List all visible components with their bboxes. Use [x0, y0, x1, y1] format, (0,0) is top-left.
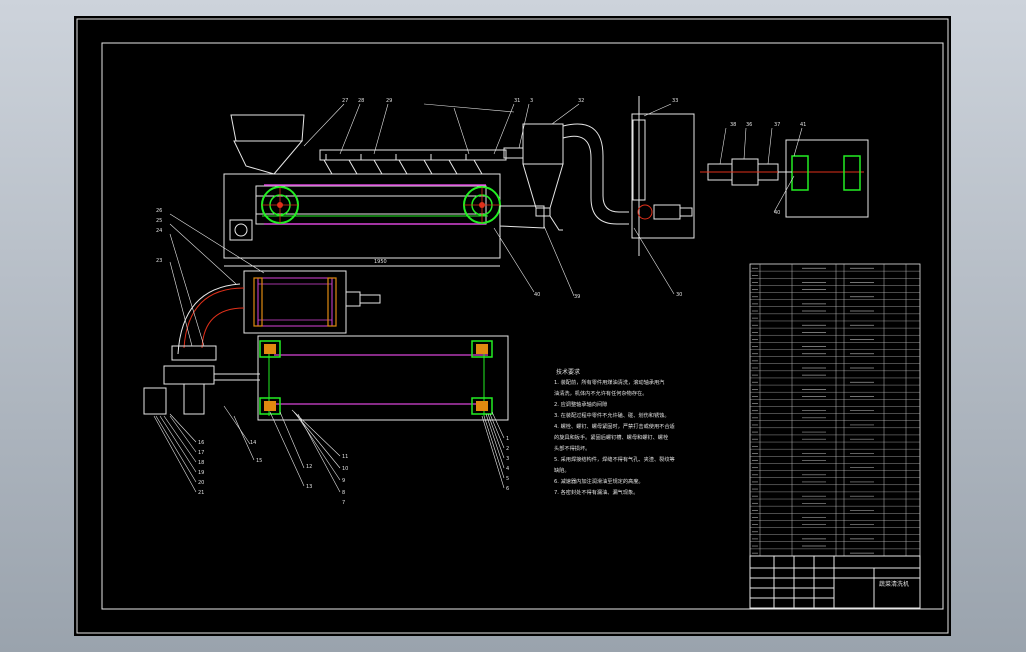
balloon-label: 13	[306, 484, 312, 490]
balloon-label: 16	[198, 440, 204, 446]
balloon-label: 4	[506, 466, 509, 472]
balloon-label: 26	[156, 208, 162, 214]
balloon-label: 40	[774, 210, 780, 216]
balloons-left: 2625242316171819202114151312111098712345…	[156, 208, 509, 506]
tech-note-line: 2. 应调整轴承轴向间隙	[554, 400, 607, 408]
cyclone-separator	[503, 123, 629, 231]
balloon-label: 12	[306, 464, 312, 470]
balloon-label: 9	[342, 478, 345, 484]
svg-text:1950: 1950	[374, 259, 387, 265]
tech-notes-lines: 1. 装配前，所有零件用煤油清洗，滚动轴承用汽油清洗，机体内不允许有任何杂物存在…	[554, 378, 675, 496]
balloon-label: 37	[774, 122, 780, 128]
balloon-label: 28	[358, 98, 364, 104]
balloon-label: 21	[198, 490, 204, 496]
tech-note-line: 6. 减速器内加注润滑油至规定的高度。	[554, 477, 644, 485]
balloon-label: 27	[342, 98, 348, 104]
blower-tower	[631, 96, 695, 256]
leader-lines	[153, 103, 803, 493]
washer-side-view: 1950	[223, 114, 545, 267]
tech-note-line: 缺陷。	[554, 466, 570, 474]
tech-notes-title: 技术要求	[556, 368, 580, 376]
cad-drawing: 1950	[76, 18, 949, 634]
tech-note-line: 4. 螺栓、螺钉、螺母紧固时，严禁打击或使用不合适	[554, 422, 675, 430]
balloon-label: 36	[746, 122, 752, 128]
drawing-title: 蔬菜清洗机	[879, 580, 909, 588]
balloon-label: 23	[156, 258, 162, 264]
balloon-label: 24	[156, 228, 162, 234]
balloons-top: 27 28 29 31 3 32 33 38 36 37 41 40 40 39 30	[342, 98, 806, 300]
tech-note-line: 的旋具和扳手。紧固后螺钉槽、螺母和螺钉、螺栓	[554, 433, 669, 441]
balloon-label: 33	[672, 98, 678, 104]
balloon-label: 41	[800, 122, 806, 128]
balloon-label: 20	[198, 480, 204, 486]
tech-note-line: 3. 在装配过程中零件不允许磕、碰、划伤和锈蚀。	[554, 411, 670, 419]
parts-list-table	[749, 263, 921, 557]
tech-note-line: 5. 采用焊接结构件，焊缝不得有气孔、夹渣、裂纹等	[554, 455, 675, 463]
conveyor-plan-view	[143, 335, 509, 421]
sprocket-left	[261, 186, 299, 224]
shaft-assembly	[700, 139, 869, 218]
balloon-label: 3	[506, 456, 509, 462]
balloon-label: 17	[198, 450, 204, 456]
balloon-label: 2	[506, 446, 509, 452]
balloon-label: 10	[342, 466, 348, 472]
outer-frame	[76, 18, 949, 634]
balloon-label: 14	[250, 440, 256, 446]
balloon-label: 3	[530, 98, 533, 104]
tech-note-line: 油清洗，机体内不允许有任何杂物存在。	[554, 389, 647, 397]
balloon-label: 32	[578, 98, 584, 104]
balloon-label: 11	[342, 454, 348, 460]
sprocket-right	[463, 186, 501, 224]
title-block: 蔬菜清洗机	[749, 555, 921, 609]
balloon-label: 5	[506, 476, 509, 482]
balloon-label: 1	[506, 436, 509, 442]
tech-note-line: 1. 装配前，所有零件用煤油清洗，滚动轴承用汽	[554, 378, 665, 386]
balloon-label: 19	[198, 470, 204, 476]
tech-note-line: 7. 各密封处不得有漏油、漏气现象。	[554, 488, 638, 496]
balloon-label: 39	[574, 294, 580, 300]
balloon-label: 40	[534, 292, 540, 298]
balloon-label: 25	[156, 218, 162, 224]
tech-notes: 技术要求 1. 装配前，所有零件用煤油清洗，滚动轴承用汽油清洗，机体内不允许有任…	[554, 368, 675, 496]
inner-frame	[101, 42, 944, 610]
tech-note-line: 头部不得损坏。	[554, 444, 590, 452]
balloon-label: 6	[506, 486, 509, 492]
balloon-label: 18	[198, 460, 204, 466]
balloon-label: 8	[342, 490, 345, 496]
drawing-sheet: 1950	[74, 16, 951, 636]
drum-section-view	[177, 270, 381, 355]
balloon-label: 30	[676, 292, 682, 298]
balloon-label: 15	[256, 458, 262, 464]
balloon-label: 31	[514, 98, 520, 104]
balloon-label: 38	[730, 122, 736, 128]
balloon-label: 29	[386, 98, 392, 104]
balloon-label: 7	[342, 500, 345, 506]
